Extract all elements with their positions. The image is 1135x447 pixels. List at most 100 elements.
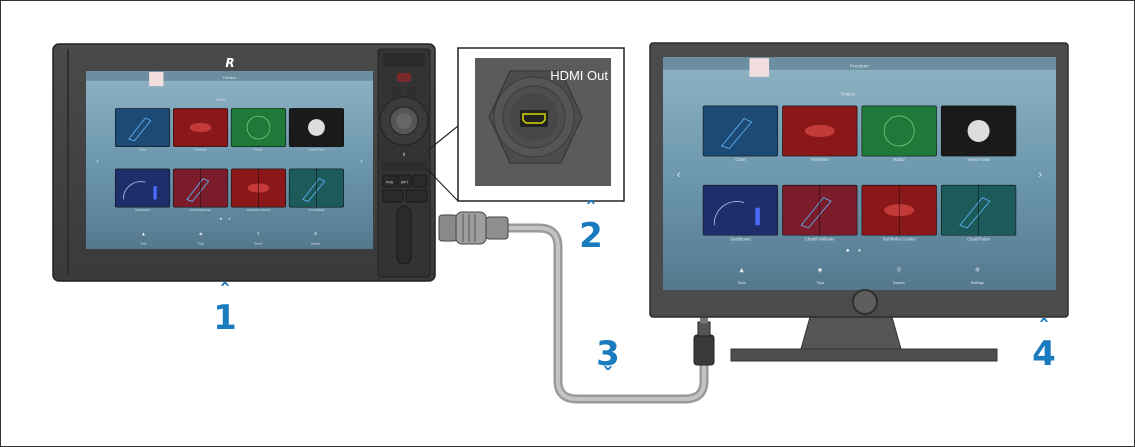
mfd-soft-key-label: WPT xyxy=(401,181,409,185)
mfd-dashboard-bar-icon xyxy=(153,186,157,200)
callout-2-caret: ˆ xyxy=(585,199,597,224)
mfd-nav-label: Settings xyxy=(311,242,321,246)
monitor-dashboard-gauge-icon xyxy=(713,201,745,226)
mfd-tile-label: Fishfinder Combo xyxy=(247,208,271,212)
callout-2: 2 xyxy=(579,216,603,256)
mfd-next-page-icon: › xyxy=(360,157,363,166)
monitor-tile-label: Dashboard xyxy=(730,236,751,241)
monitor-nav-icon-1: ▲ xyxy=(739,267,744,273)
callout-4-caret: ˆ xyxy=(1038,317,1050,342)
mfd-joystick-cap xyxy=(396,113,412,129)
mfd-tile-3 xyxy=(230,108,287,147)
mfd-nav-icon-3: ⚲ xyxy=(257,231,260,236)
mfd-waypoint-key xyxy=(397,73,411,82)
monitor-dashboard-bar-icon xyxy=(755,207,760,226)
mfd-soft-key-2 xyxy=(397,174,412,188)
callout-4: 4 xyxy=(1032,334,1056,374)
monitor-power-button xyxy=(852,289,878,315)
mfd-tile-label: Chart/Fishfinder xyxy=(190,208,211,212)
monitor-nav-icon-4: ⚙ xyxy=(975,266,980,273)
monitor-nav-label: Settings xyxy=(971,281,984,285)
mfd-chart-boat-icon xyxy=(128,117,152,142)
mfd-tile-label: Dashboard xyxy=(135,208,150,212)
monitor-page-dot xyxy=(846,249,849,252)
callout-3-caret-down: ˇ xyxy=(602,365,614,390)
mfd-menu-key xyxy=(407,87,417,95)
hdmi-port-detail xyxy=(426,47,625,202)
mfd-plus-key xyxy=(382,189,404,203)
monitor-layer-label: Shapes xyxy=(841,91,855,96)
mfd-tile-label: Chart xyxy=(139,147,147,151)
mfd-mercury-engine-icon xyxy=(308,119,325,136)
callout-1-caret: ˆ xyxy=(219,281,231,306)
mfd-nav-icon-2: ◉ xyxy=(199,231,203,236)
mfd-chart-radar-icon xyxy=(302,177,326,202)
monitor-chart-fishfinder-icon xyxy=(800,197,832,229)
hdmi-cable xyxy=(438,211,715,404)
mfd-app-badge xyxy=(149,71,164,87)
mfd-tile-label: Radar xyxy=(254,147,262,151)
mfd-soft-key-1 xyxy=(382,174,397,188)
monitor-next-page-icon: › xyxy=(1038,169,1042,181)
mfd-page-dot xyxy=(228,217,231,220)
mfd-chart-fishfinder-icon xyxy=(186,177,210,202)
mfd-radar-icon xyxy=(246,115,271,140)
mfd-home-key xyxy=(391,87,401,95)
mfd-tile-5 xyxy=(114,168,171,208)
monitor-screen xyxy=(663,57,1056,290)
monitor-tile-label: Vessel View xyxy=(967,157,990,162)
mfd-layer-label: Shapes xyxy=(216,97,227,101)
mfd-tile-label: Fishfinder xyxy=(194,147,207,151)
mfd-tile-1 xyxy=(114,108,171,147)
monitor-nav-label: Trips xyxy=(816,281,824,285)
callout-1: 1 xyxy=(213,298,237,338)
monitor-nav-label: Tools xyxy=(737,281,746,285)
monitor-tile-3 xyxy=(861,105,937,157)
mfd-power-key xyxy=(405,189,428,203)
monitor-fishfinder-icon xyxy=(804,124,835,137)
callout-3: 3 xyxy=(596,334,620,374)
monitor-tile-label: Chart/Fishfinder xyxy=(805,236,835,241)
mfd-label-strip xyxy=(381,161,427,171)
monitor-nav-icon-2: ◉ xyxy=(818,267,823,273)
monitor-tile-label: Fishfinder xyxy=(811,157,830,162)
mfd-nav-label: Tools xyxy=(140,242,147,246)
mfd-tile-label: Chart/Radar xyxy=(308,208,324,212)
mfd-nav-label: Trips xyxy=(198,242,204,246)
mfd-back-icon: ‹ xyxy=(402,150,406,160)
monitor-radar-icon xyxy=(883,115,915,147)
monitor-tile-1 xyxy=(702,105,779,157)
mfd-nav-icon-1: ▲ xyxy=(142,231,146,236)
mfd-top-bar xyxy=(86,71,373,81)
mfd-card-slot-cover xyxy=(396,205,412,265)
brand-logo: R xyxy=(225,56,234,70)
mfd-tile-label: Vessel View xyxy=(308,147,325,151)
mfd-prev-page-icon: ‹ xyxy=(96,157,99,166)
monitor-page-dot xyxy=(858,249,861,252)
monitor-app-badge xyxy=(749,58,770,77)
monitor-tile-label: Radar xyxy=(893,157,905,162)
mfd-screen xyxy=(86,71,373,249)
monitor-chart-boat-icon xyxy=(721,117,753,149)
mfd-dashboard-gauge-icon xyxy=(123,181,146,200)
mfd-fishfinder-icon xyxy=(189,122,212,133)
monitor-tile-label: Fishfinder Combo xyxy=(883,236,917,241)
monitor-title: Premium xyxy=(850,63,869,69)
monitor-chart-radar-icon xyxy=(959,197,991,229)
monitor-mercury-engine-icon xyxy=(967,119,990,142)
mfd-nav-label: Search xyxy=(254,242,263,246)
mfd-mob-key xyxy=(412,174,428,188)
mfd-page-dot xyxy=(219,217,222,220)
monitor-prev-page-icon: ‹ xyxy=(677,169,681,181)
hdmi-out-label: HDMI Out xyxy=(550,68,608,83)
monitor-tile-label: Chart/Radar xyxy=(967,236,990,241)
monitor-nav-icon-3: ⚲ xyxy=(897,267,901,273)
mfd-nav-icon-4: ⚙ xyxy=(314,231,318,236)
mfd-title: Premium xyxy=(223,76,237,80)
monitor-tile-5 xyxy=(702,184,779,236)
